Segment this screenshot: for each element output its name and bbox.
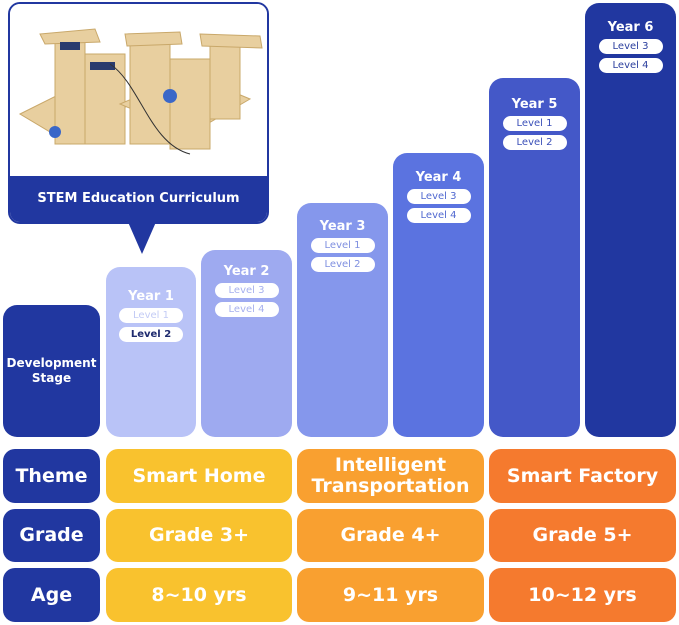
level-badge: Level 3 <box>598 39 663 54</box>
grade-value: Grade 3+ <box>106 509 292 562</box>
level-badge: Level 3 <box>406 189 471 204</box>
age-value: 9~11 yrs <box>297 568 484 622</box>
theme-intelligent-transportation: Intelligent Transportation <box>297 449 484 503</box>
banner-title: STEM Education Curriculum Design <box>10 176 267 222</box>
year-1-column: Year 1 Level 1 Level 2 <box>106 267 196 437</box>
level-badge: Level 4 <box>598 58 663 73</box>
year-label: Year 4 <box>415 170 462 185</box>
bubble-pointer <box>128 222 156 254</box>
product-photo <box>10 4 267 176</box>
grade-value: Grade 4+ <box>297 509 484 562</box>
theme-label: Theme <box>3 449 100 503</box>
level-badge: Level 1 <box>310 238 375 253</box>
year-2-column: Year 2 Level 3 Level 4 <box>201 250 292 437</box>
year-label: Year 3 <box>319 219 366 234</box>
level-badge: Level 3 <box>214 283 279 298</box>
theme-smart-factory: Smart Factory <box>489 449 676 503</box>
age-label: Age <box>3 568 100 622</box>
year-label: Year 6 <box>607 20 654 35</box>
year-label: Year 5 <box>511 97 558 112</box>
level-badge: Level 1 <box>119 308 183 323</box>
level-badge: Level 2 <box>310 257 375 272</box>
level-badge: Level 1 <box>502 116 567 131</box>
year-3-column: Year 3 Level 1 Level 2 <box>297 203 388 437</box>
year-6-column: Year 6 Level 3 Level 4 <box>585 3 676 437</box>
year-label: Year 1 <box>128 289 174 304</box>
year-5-column: Year 5 Level 1 Level 2 <box>489 78 580 437</box>
development-stage-label: Development Stage <box>3 305 100 437</box>
grade-label: Grade <box>3 509 100 562</box>
year-label: Year 2 <box>223 264 270 279</box>
grade-value: Grade 5+ <box>489 509 676 562</box>
age-value: 8~10 yrs <box>106 568 292 622</box>
level-badge: Level 2 <box>502 135 567 150</box>
level-badge: Level 4 <box>214 302 279 317</box>
age-value: 10~12 yrs <box>489 568 676 622</box>
banner-bubble: STEM Education Curriculum Design <box>8 2 269 224</box>
theme-smart-home: Smart Home <box>106 449 292 503</box>
level-badge: Level 2 <box>119 327 183 342</box>
year-4-column: Year 4 Level 3 Level 4 <box>393 153 484 437</box>
level-badge: Level 4 <box>406 208 471 223</box>
